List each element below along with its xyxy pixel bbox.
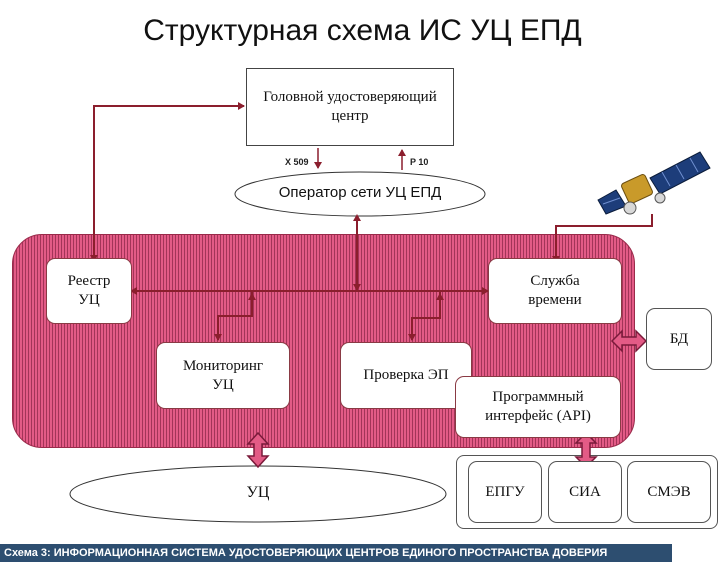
- sia-label: СИА: [569, 483, 601, 500]
- db-double-arrow: [610, 329, 648, 353]
- epgu-label: ЕПГУ: [485, 483, 525, 500]
- page-title: Структурная схема ИС УЦ ЕПД: [143, 14, 582, 47]
- figure-caption: Схема 3: ИНФОРМАЦИОННАЯ СИСТЕМА УДОСТОВЕ…: [0, 544, 672, 562]
- x509-label: X 509: [285, 157, 309, 167]
- registry-label: Реестр УЦ: [67, 273, 111, 308]
- operator-label: Оператор сети УЦ ЕПД: [278, 184, 442, 201]
- signature-check-label: Проверка ЭП: [363, 367, 449, 383]
- epgu-box: ЕПГУ: [468, 461, 542, 523]
- monitoring-label: Мониторинг УЦ: [182, 357, 264, 393]
- head-ca-box: Головной удостоверяющий центр: [246, 68, 454, 146]
- uc-label: УЦ: [246, 484, 270, 501]
- p10-label: P 10: [410, 157, 429, 167]
- uc-double-arrow: [246, 431, 270, 469]
- satellite-icon: [597, 151, 711, 215]
- db-box: БД: [646, 308, 712, 370]
- monitoring-box: Мониторинг УЦ: [156, 342, 290, 409]
- satellite-link: [552, 214, 653, 263]
- registry-headca-link: [90, 102, 245, 262]
- time-service-box: Служба времени: [488, 258, 622, 324]
- head-ca-label: Головной удостоверяющий центр: [263, 89, 437, 124]
- sia-box: СИА: [548, 461, 622, 523]
- smev-box: СМЭВ: [627, 461, 711, 523]
- api-label: Программный интерфейс (API): [485, 389, 591, 424]
- registry-box: Реестр УЦ: [46, 258, 132, 324]
- api-box: Программный интерфейс (API): [455, 376, 621, 438]
- signature-check-box: Проверка ЭП: [340, 342, 472, 409]
- monitoring-link: [214, 292, 253, 341]
- smev-label: СМЭВ: [647, 483, 691, 500]
- signature-link: [408, 292, 441, 341]
- time-service-label: Служба времени: [528, 273, 582, 308]
- db-label: БД: [669, 330, 689, 347]
